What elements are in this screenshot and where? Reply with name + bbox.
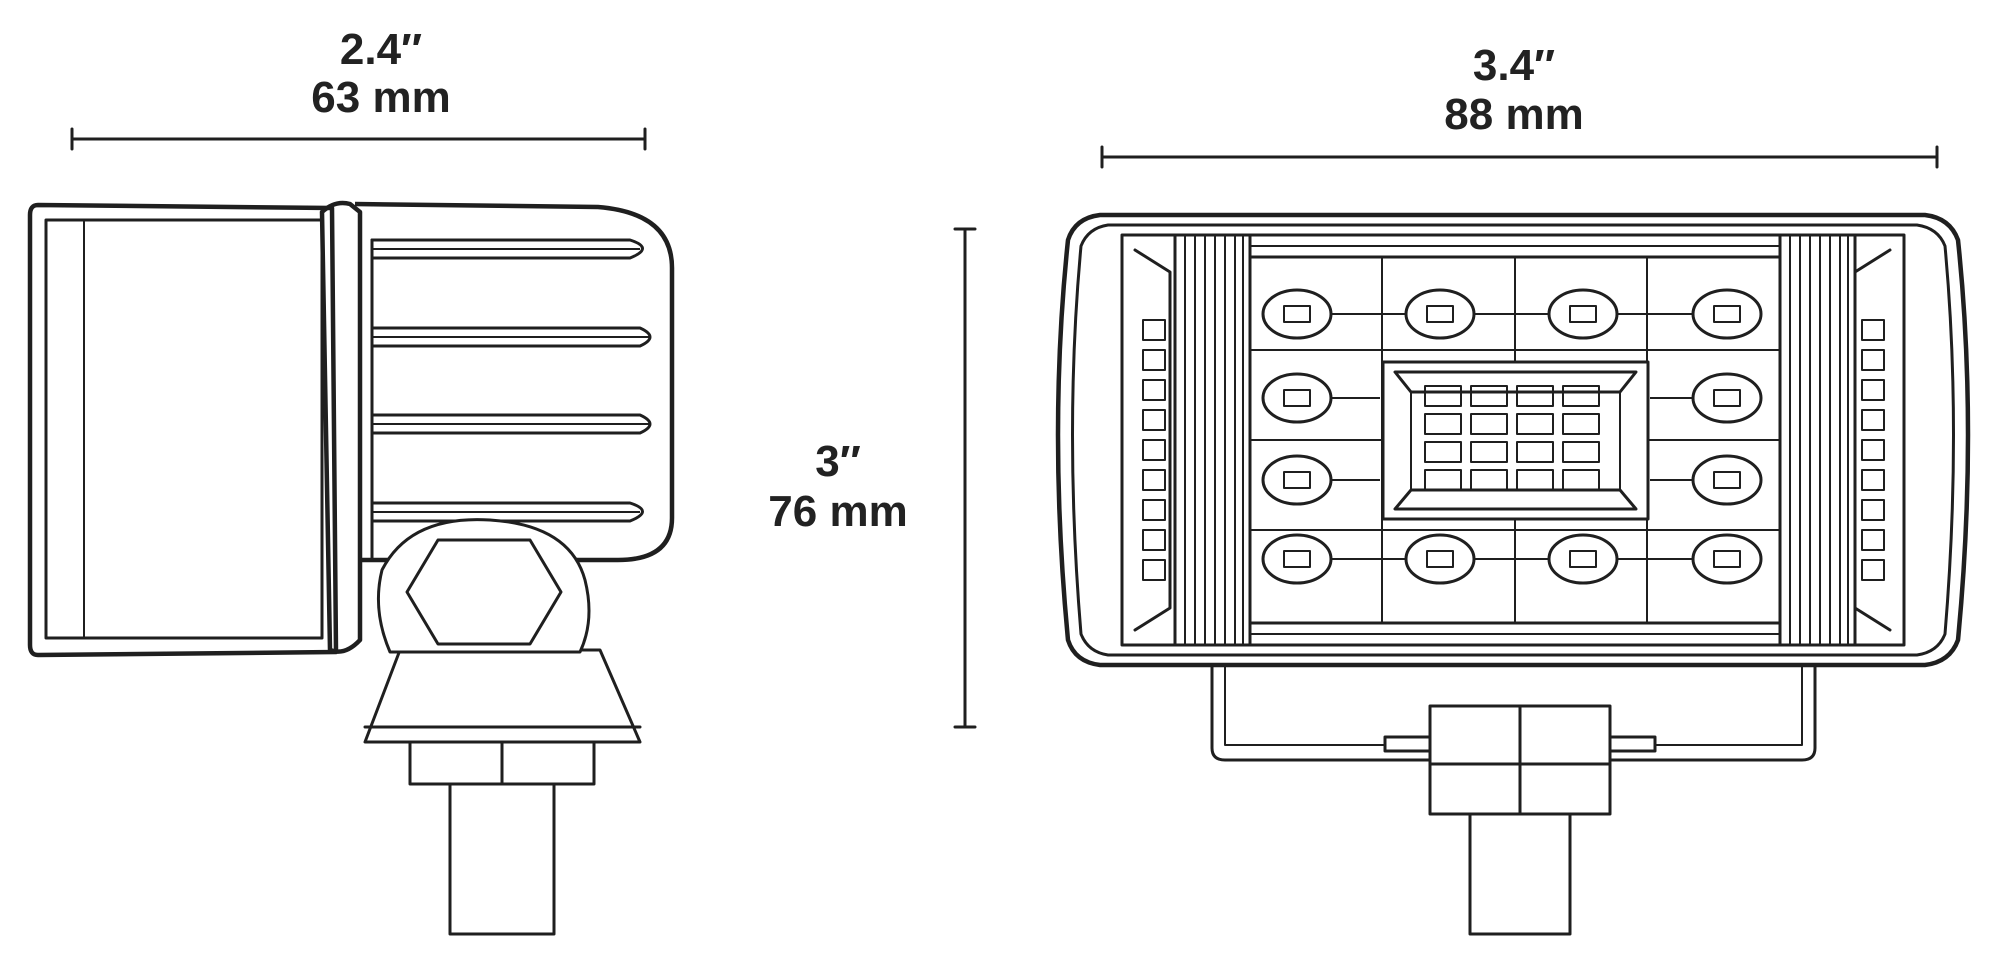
fin [370,501,644,523]
height-mm-label: 76 mm [768,487,907,536]
front-housing-inner [1071,223,1955,657]
side-view [27,200,675,936]
led-optic [1404,288,1476,340]
side-stud [448,782,556,936]
led-optic [1691,288,1763,340]
right-fin-block [1778,233,1857,647]
height-dimension: 3″ 76 mm [768,227,977,729]
side-hex-nut [405,538,563,646]
front-width-mm-label: 88 mm [1444,90,1583,139]
front-width-dimension: 3.4″ 88 mm [1100,41,1939,169]
led-optic [1691,372,1763,424]
center-led-array [1381,360,1650,521]
left-side-leds [1142,319,1166,581]
right-side-leds [1861,319,1885,581]
side-lens-outline [27,202,339,658]
side-heat-fins [370,238,652,562]
side-housing [354,201,675,563]
side-bezel [319,200,363,654]
led-traces [1325,313,1708,560]
led-optic [1547,288,1619,340]
height-inches-label: 3″ [815,437,861,486]
front-view [1055,212,1971,936]
led-optic [1261,372,1333,424]
led-optic [1547,533,1619,585]
led-optics [1261,288,1763,585]
side-lens-inner [44,218,324,640]
front-stud [1468,812,1572,936]
side-width-inches-label: 2.4″ [340,25,422,74]
led-optic [1261,288,1333,340]
led-optic [1691,454,1763,506]
side-width-mm-label: 63 mm [311,73,450,122]
front-width-inches-label: 3.4″ [1473,41,1555,90]
fin [370,238,644,260]
front-housing-outer [1055,212,1971,668]
led-optic [1404,533,1476,585]
left-fin-block [1173,233,1252,647]
led-optic [1691,533,1763,585]
led-optic [1261,454,1333,506]
side-width-dimension: 2.4″ 63 mm [70,25,647,151]
left-reflector [1133,248,1172,632]
center-led-cells [1424,385,1600,491]
led-optic [1261,533,1333,585]
